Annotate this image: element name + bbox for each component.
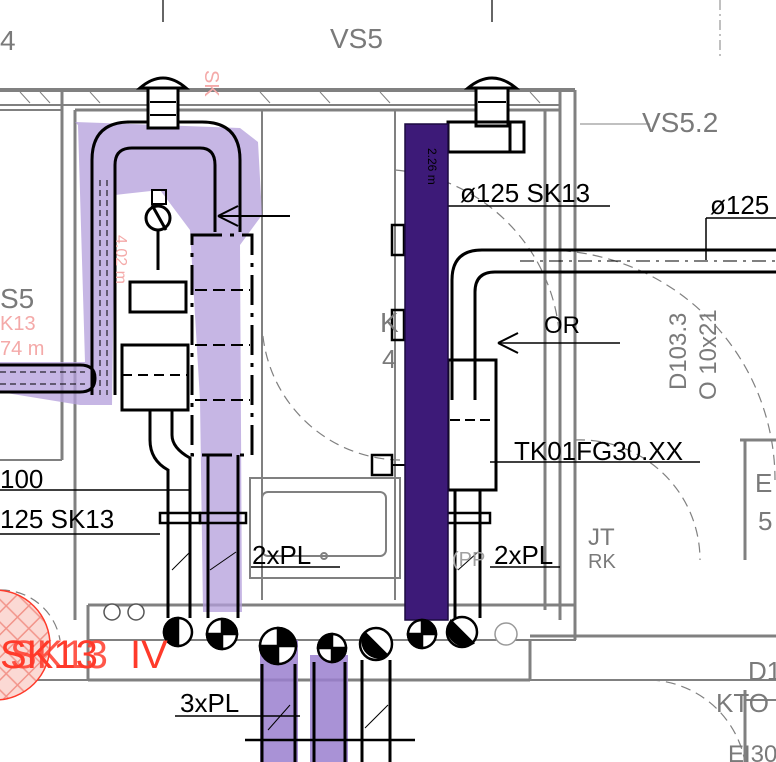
label-sk13-red: SK13 xyxy=(0,633,98,677)
label-pipe-125-right: ø125 xyxy=(710,190,769,220)
label-ei30: EI30 xyxy=(728,741,776,762)
label-rk: RK xyxy=(588,551,616,573)
label-jt: JT xyxy=(588,524,615,551)
label-d1: D1 xyxy=(748,656,776,686)
label-pp: (PP xyxy=(452,549,485,571)
label-or: OR xyxy=(544,312,580,339)
label-d1033: D103.3 xyxy=(665,313,692,390)
label-vs52: VS5.2 xyxy=(642,107,718,138)
label-pipe-125-sk13-left: 125 SK13 xyxy=(0,504,114,534)
label-sk13-red-overlap: SK13 xyxy=(10,633,108,677)
label-iv-red: IV xyxy=(130,633,168,677)
red-hatched-circle xyxy=(0,589,51,701)
label-k13-pink: K13 xyxy=(0,313,36,335)
label-pipe-125-sk13-top: ø125 SK13 xyxy=(460,178,590,208)
label-four: 4 xyxy=(0,25,16,56)
label-2xpl-right: 2xPL xyxy=(494,540,553,570)
label-kto: KTO xyxy=(716,688,769,718)
highlight-duct-bottom-2 xyxy=(310,655,348,762)
ductwork-bottom xyxy=(245,660,415,762)
label-five: 5 xyxy=(758,506,772,536)
label-tk01fg30: TK01FG30.XX xyxy=(514,436,683,466)
label-sk-rot-pink: SK xyxy=(200,70,222,97)
ductwork-left xyxy=(0,76,290,618)
label-3xpl: 3xPL xyxy=(180,688,239,718)
ductwork-right xyxy=(0,76,776,717)
label-four-mid: 4 xyxy=(382,344,396,374)
label-dim-vertical: 2.26 m xyxy=(425,148,439,185)
label-o10x21: O 10x21 xyxy=(695,309,722,400)
label-100: 100 xyxy=(0,464,43,494)
label-dim-pink: 4.02 m xyxy=(112,235,129,284)
highlight-duct-vertical-dark xyxy=(404,123,449,621)
label-s5: S5 xyxy=(0,283,34,314)
label-e: E xyxy=(755,468,772,498)
text-labels: 4 VS5 VS5.2 S5 K13 74 m K 4 SK 4.02 m 2.… xyxy=(0,23,776,762)
label-vs5: VS5 xyxy=(330,23,383,54)
sink-fixture xyxy=(249,477,401,579)
highlight-duct-left xyxy=(0,122,262,612)
label-2xpl-left: 2xPL xyxy=(252,540,311,570)
duct-symbols-row xyxy=(103,603,518,666)
label-74m-pink: 74 m xyxy=(0,338,44,360)
label-k-gray: K xyxy=(380,307,399,338)
